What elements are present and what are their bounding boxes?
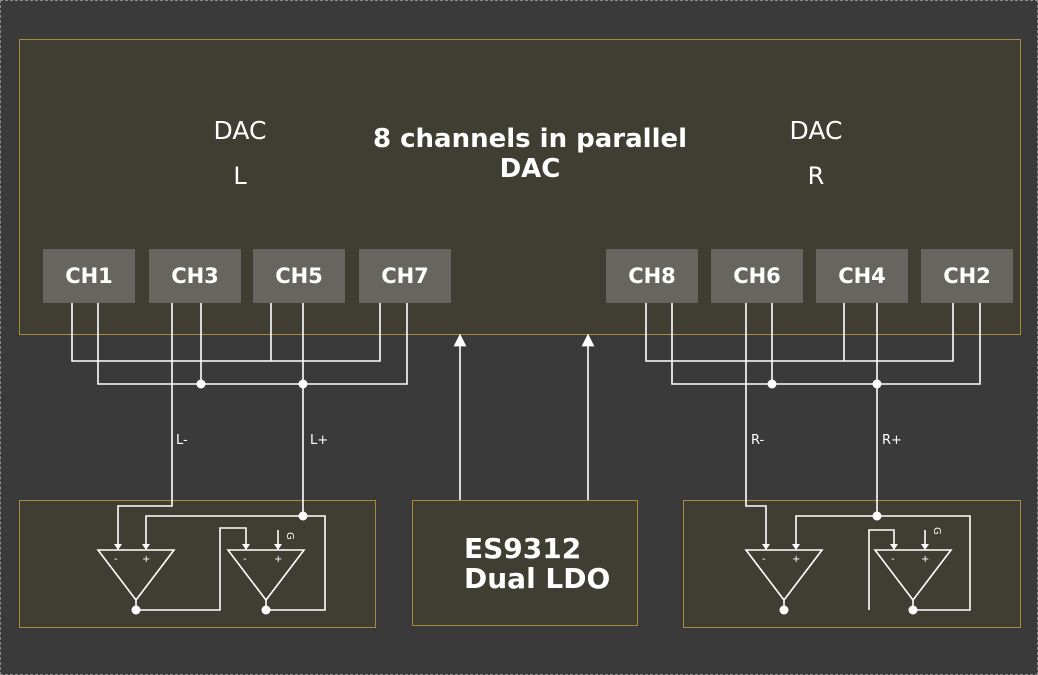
label-l-minus: L- [176, 433, 188, 448]
label-r-plus: R+ [882, 433, 902, 448]
opamp-l2-minus: - [243, 554, 247, 565]
left-opamp-1 [96, 549, 176, 602]
ldo-line1: ES9312 [464, 532, 582, 565]
opamp-r1-plus: + [792, 554, 800, 565]
channel-ch6: CH6 [711, 249, 803, 303]
ldo-block [412, 500, 638, 626]
label-l-plus: L+ [310, 433, 328, 448]
opamp-l1-plus: + [142, 554, 150, 565]
left-amp-block [19, 500, 376, 628]
channel-ch4: CH4 [816, 249, 908, 303]
dac-left-label: DAC [213, 116, 267, 145]
right-amp-block [683, 500, 1021, 628]
dac-title: 8 channels in parallel DAC [372, 124, 688, 184]
channel-ch1: CH1 [43, 249, 135, 303]
right-opamp-2 [873, 549, 953, 602]
label-r-minus: R- [751, 433, 765, 448]
opamp-r1-minus: - [762, 554, 766, 565]
dac-left-side: L [233, 162, 247, 190]
right-bus-upper [645, 303, 954, 362]
ldo-label: ES9312 Dual LDO [464, 534, 610, 594]
channel-ch3: CH3 [149, 249, 241, 303]
opamp-r2-minus: - [891, 554, 895, 565]
channel-ch7: CH7 [359, 249, 451, 303]
ground-label-right: G [931, 527, 942, 535]
channel-ch5: CH5 [253, 249, 345, 303]
ldo-line2: Dual LDO [464, 562, 611, 595]
dac-right-label: DAC [789, 116, 843, 145]
ground-label-left: G [284, 532, 295, 540]
left-opamp-2 [226, 549, 306, 602]
left-bus-lower [97, 303, 408, 385]
channel-ch2: CH2 [921, 249, 1013, 303]
channel-ch8: CH8 [606, 249, 698, 303]
opamp-l2-plus: + [274, 554, 282, 565]
right-opamp-1 [744, 549, 824, 602]
right-bus-lower [671, 303, 981, 385]
opamp-l1-minus: - [114, 554, 118, 565]
left-bus-upper [71, 303, 381, 362]
opamp-r2-plus: + [921, 554, 929, 565]
dac-right-side: R [807, 162, 825, 190]
